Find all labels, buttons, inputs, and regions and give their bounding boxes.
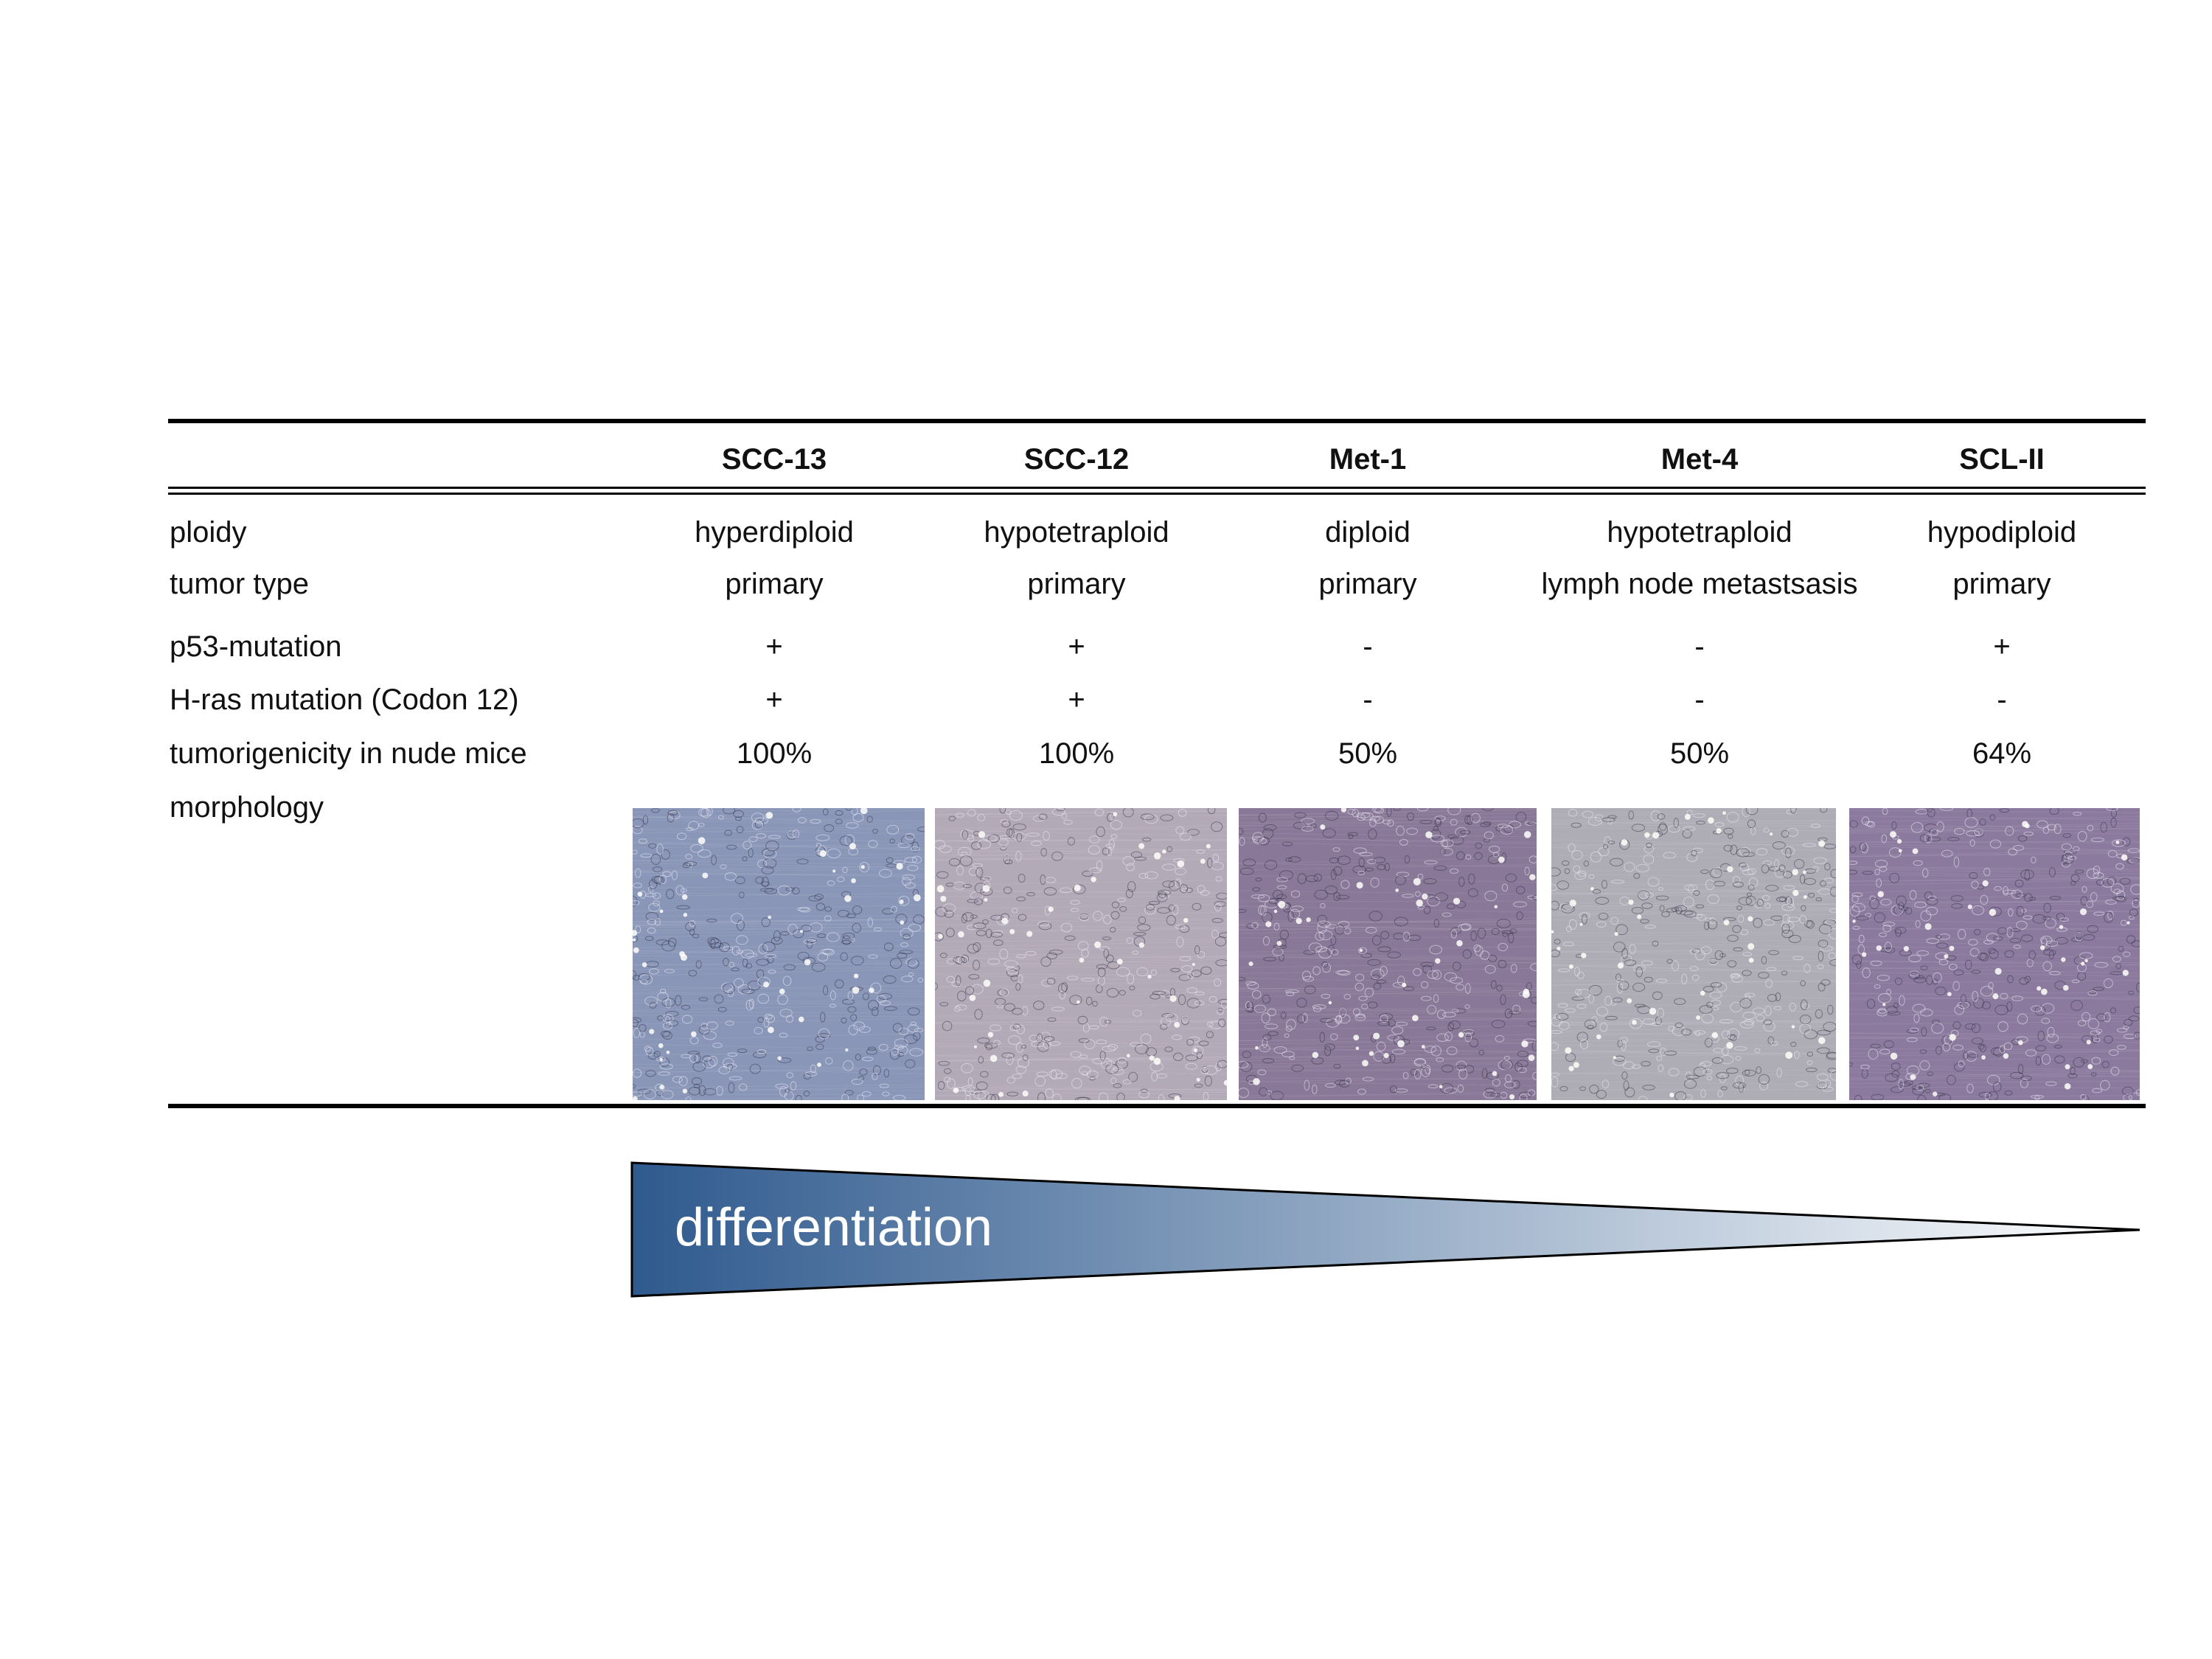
table-cell: diploid bbox=[1325, 516, 1411, 549]
row-label-ploidy: ploidy bbox=[170, 516, 247, 549]
table-cell: + bbox=[1993, 630, 2011, 663]
table-cell: hypotetraploid bbox=[1607, 516, 1792, 549]
table-cell: primary bbox=[1318, 568, 1417, 600]
micrograph-image bbox=[633, 808, 925, 1100]
bottom-rule bbox=[168, 1104, 2146, 1108]
micrograph-image bbox=[1239, 808, 1537, 1100]
column-header-met-4: Met-4 bbox=[1660, 443, 1739, 476]
table-cell: 50% bbox=[1669, 737, 1730, 770]
row-label-h-ras-mutation: H-ras mutation (Codon 12) bbox=[170, 684, 519, 716]
table-cell: + bbox=[1068, 630, 1085, 663]
row-label-tumorigenicity: tumorigenicity in nude mice bbox=[170, 737, 527, 770]
micrograph-met-4 bbox=[1551, 808, 1836, 1100]
row-label-p53-mutation: p53-mutation bbox=[170, 630, 342, 663]
table-cell: + bbox=[765, 630, 783, 663]
table-cell: - bbox=[1694, 684, 1705, 716]
micrograph-scc-13 bbox=[633, 808, 925, 1100]
micrograph-scl-ii bbox=[1849, 808, 2140, 1100]
table-cell: hypodiploid bbox=[1927, 516, 2077, 549]
table-cell: - bbox=[1363, 684, 1373, 716]
table-cell: + bbox=[765, 684, 783, 716]
table-cell: - bbox=[1694, 630, 1705, 663]
column-header-scc-13: SCC-13 bbox=[721, 443, 827, 476]
table-cell: - bbox=[1363, 630, 1373, 663]
wedge-label: differentiation bbox=[675, 1198, 992, 1257]
micrograph-image bbox=[1551, 808, 1836, 1100]
row-label-morphology: morphology bbox=[170, 791, 324, 824]
header-double-rule-upper bbox=[168, 487, 2146, 489]
micrograph-image bbox=[935, 808, 1227, 1100]
micrograph-scc-12 bbox=[935, 808, 1227, 1100]
table-cell: - bbox=[1997, 684, 2007, 716]
row-label-tumor-type: tumor type bbox=[170, 568, 309, 600]
table-cell: lymph node metastsasis bbox=[1541, 568, 1858, 600]
micrograph-met-1 bbox=[1239, 808, 1537, 1100]
table-cell: primary bbox=[1952, 568, 2051, 600]
table-cell: primary bbox=[725, 568, 824, 600]
header-double-rule-lower bbox=[168, 493, 2146, 495]
wedge-triangle bbox=[630, 1161, 2140, 1298]
table-cell: 100% bbox=[1038, 737, 1115, 770]
table-cell: hypotetraploid bbox=[984, 516, 1169, 549]
column-header-met-1: Met-1 bbox=[1329, 443, 1407, 476]
table-cell: 50% bbox=[1338, 737, 1398, 770]
top-rule bbox=[168, 419, 2146, 423]
table-cell: + bbox=[1068, 684, 1085, 716]
table-cell: 100% bbox=[736, 737, 813, 770]
column-header-scl-ii: SCL-II bbox=[1959, 443, 2045, 476]
column-header-scc-12: SCC-12 bbox=[1023, 443, 1130, 476]
table-cell: primary bbox=[1027, 568, 1126, 600]
table-cell: hyperdiploid bbox=[695, 516, 854, 549]
micrograph-image bbox=[1849, 808, 2140, 1100]
table-cell: 64% bbox=[1972, 737, 2032, 770]
